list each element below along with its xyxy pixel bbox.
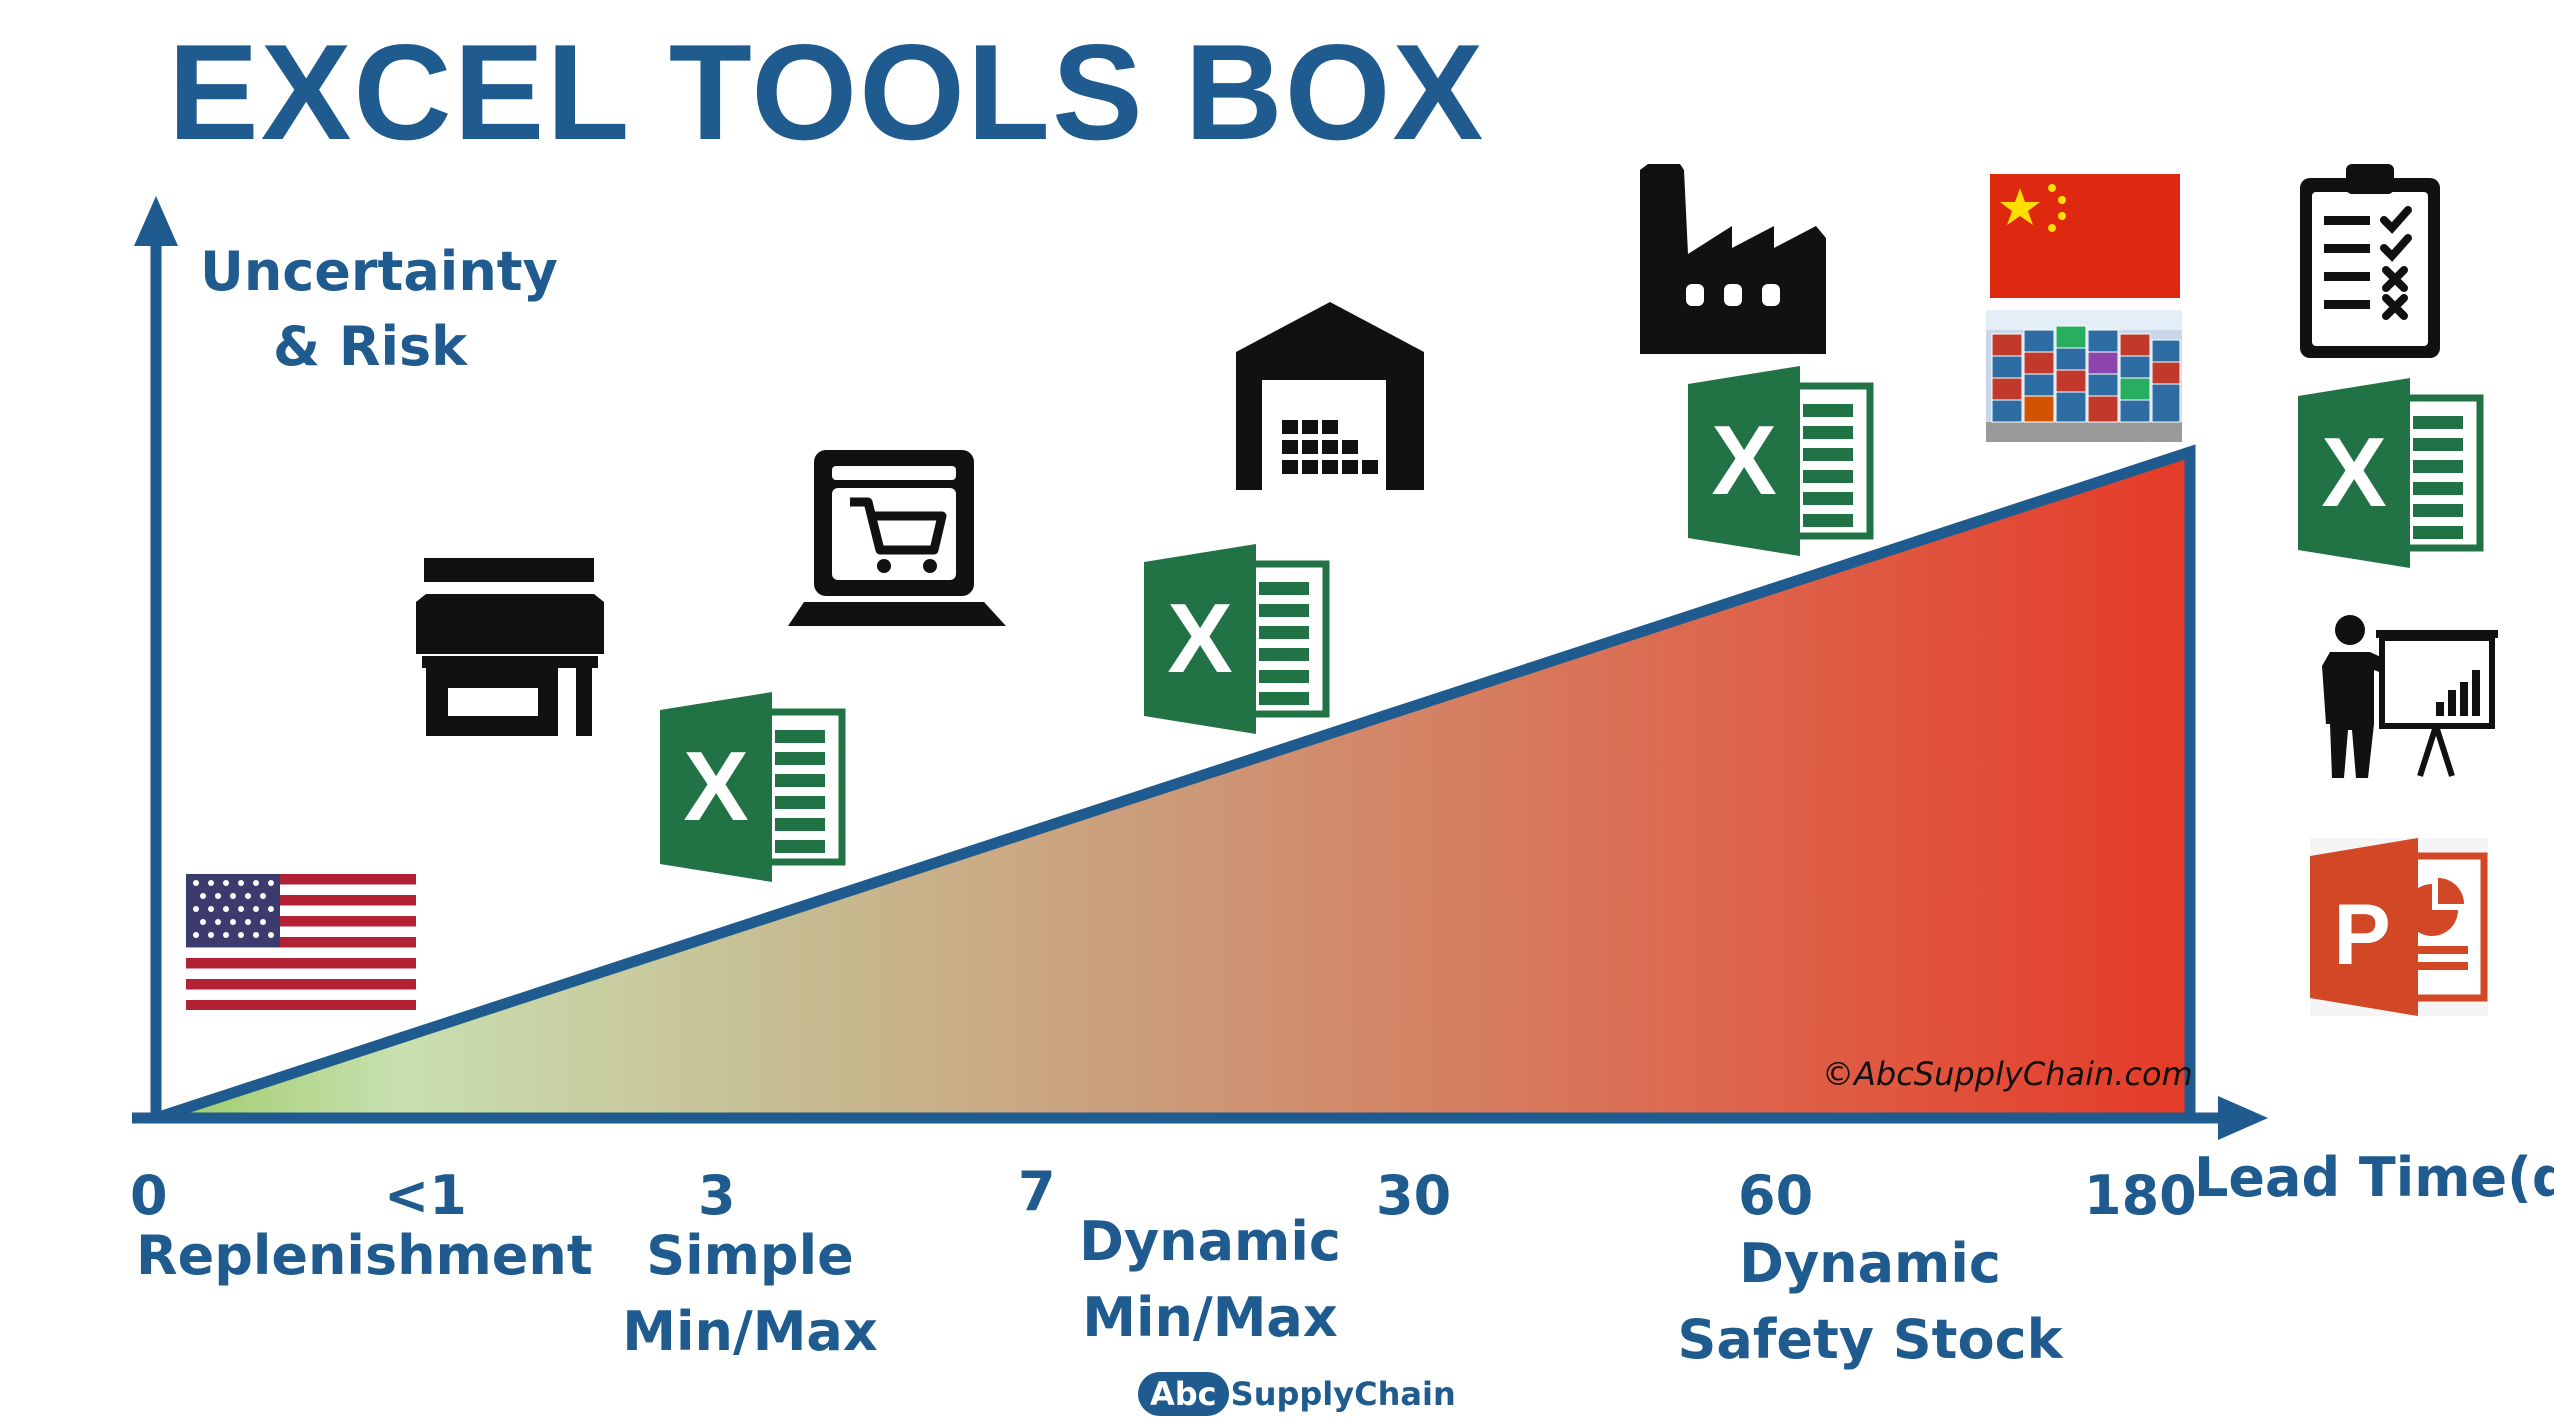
y-axis-arrowhead xyxy=(134,196,178,246)
tick-label-0: 0 xyxy=(130,1164,168,1227)
tick-label-3: 7 xyxy=(1018,1160,1056,1223)
china-flag-icon xyxy=(1990,174,2180,298)
risk-triangle xyxy=(154,444,2196,1124)
tool-label-dynamic-line2: Min/Max xyxy=(1082,1286,1338,1349)
excel-icon-safety xyxy=(1688,366,1870,556)
store-icon xyxy=(416,558,604,736)
factory-icon xyxy=(1640,164,1826,354)
excel-icon-dynamic xyxy=(1144,544,1326,734)
excel-icon-sidebar xyxy=(2298,378,2480,568)
x-axis-label: Lead Time(d) xyxy=(2194,1146,2554,1209)
tool-label-safety-line1: Dynamic xyxy=(1739,1232,2001,1295)
tool-label-dynamic-line1: Dynamic xyxy=(1079,1210,1341,1273)
tick-label-5: 60 xyxy=(1738,1164,1814,1227)
y-axis-label-line2: & Risk xyxy=(272,315,468,378)
powerpoint-icon: P xyxy=(2310,838,2488,1016)
tool-label-simple-line1: Simple xyxy=(646,1224,854,1287)
tick-label-4: 30 xyxy=(1376,1164,1452,1227)
svg-text:P: P xyxy=(2333,887,2390,983)
checklist-icon xyxy=(2300,164,2440,358)
tick-label-6: 180 xyxy=(2084,1164,2197,1227)
presenter-icon xyxy=(2322,615,2498,778)
tool-label-replenishment: Replenishment xyxy=(136,1224,593,1287)
warehouse-icon xyxy=(1236,302,1424,490)
us-flag-icon xyxy=(186,874,416,1010)
tool-label-simple-line2: Min/Max xyxy=(622,1300,878,1363)
page-title: EXCEL TOOLS BOX xyxy=(168,16,1486,168)
ecommerce-laptop-icon xyxy=(788,450,1006,626)
y-axis-label-line1: Uncertainty xyxy=(200,240,558,303)
brand-logo: Abc SupplyChain xyxy=(1138,1372,1456,1416)
tool-label-safety-line2: Safety Stock xyxy=(1677,1308,2063,1371)
tick-label-2: 3 xyxy=(698,1164,736,1227)
tick-label-1: <1 xyxy=(384,1164,467,1227)
shipping-containers-icon xyxy=(1986,310,2182,442)
brand-logo-name: SupplyChain xyxy=(1230,1375,1456,1413)
x-axis-arrowhead xyxy=(2218,1096,2268,1140)
excel-icon-simple xyxy=(660,692,842,882)
brand-logo-abc: Abc xyxy=(1138,1372,1229,1416)
copyright-notice: ©AbcSupplyChain.com xyxy=(1822,1055,2193,1093)
